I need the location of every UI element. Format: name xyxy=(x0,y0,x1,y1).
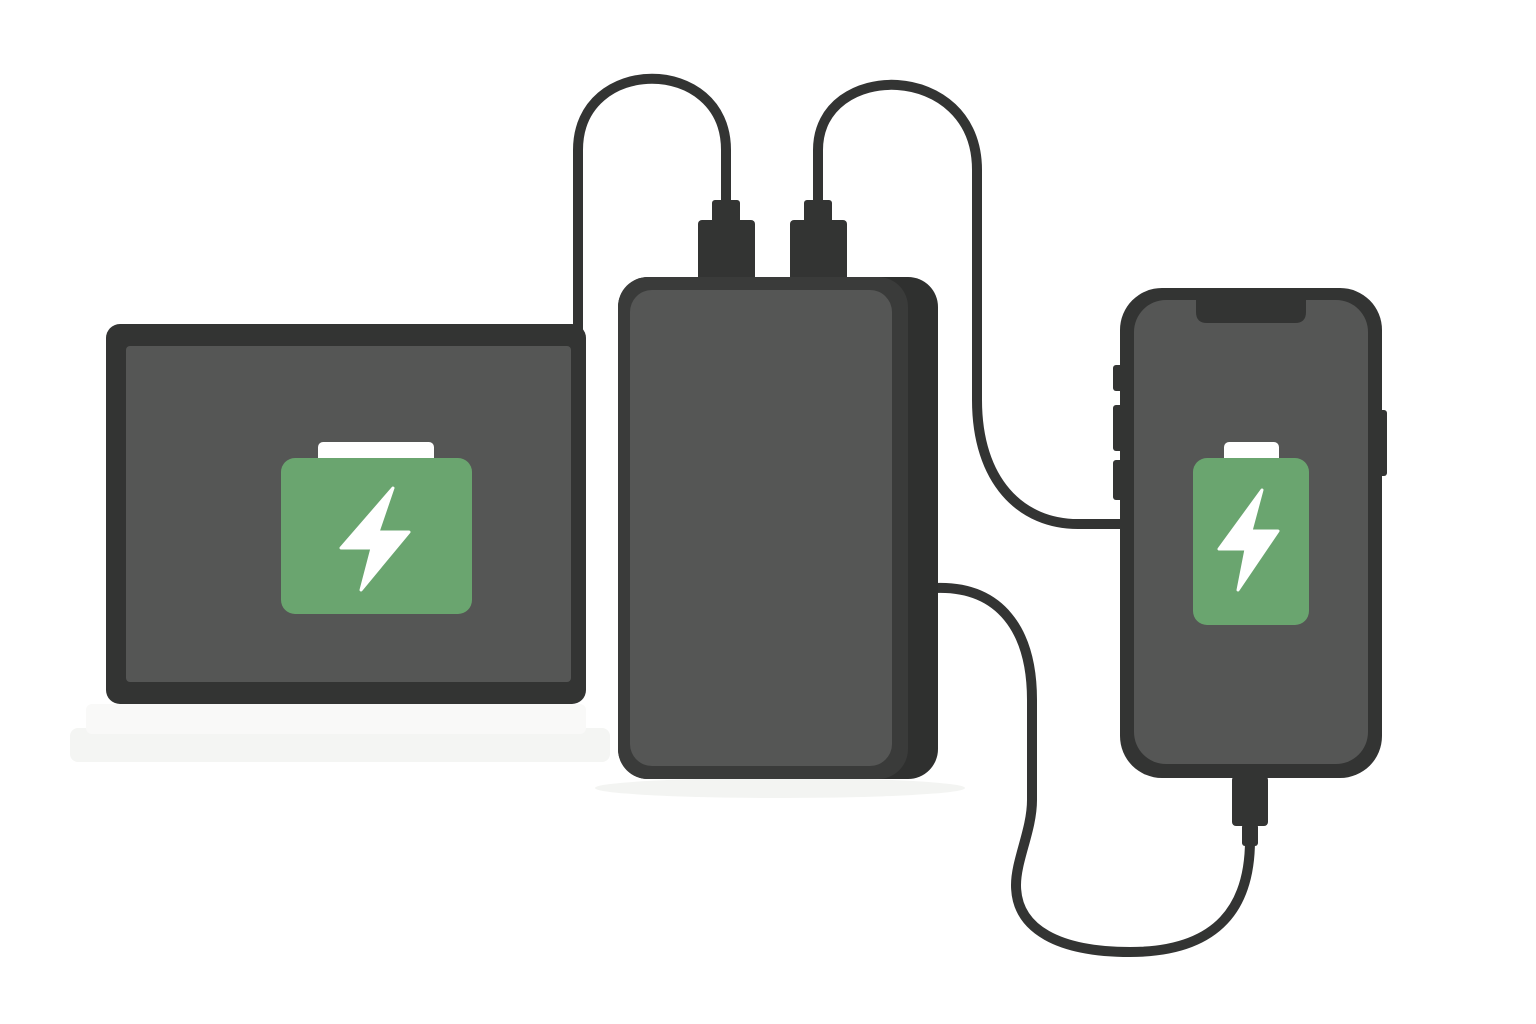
cable-phone-bottom xyxy=(931,582,1255,958)
phone-connector-neck xyxy=(1242,824,1258,846)
power-bank-face xyxy=(630,290,892,766)
battery-charging-icon xyxy=(1193,442,1309,625)
cable-laptop xyxy=(573,73,731,335)
laptop-base xyxy=(86,704,586,734)
laptop xyxy=(70,324,610,762)
usb-plug-right-body xyxy=(790,220,847,282)
power-bank-shadow xyxy=(595,778,965,798)
laptop-base-shadow xyxy=(70,728,610,762)
phone-connector xyxy=(1232,776,1268,826)
usb-plug-left xyxy=(712,200,740,224)
usb-plug-left-body xyxy=(698,220,755,282)
power-bank xyxy=(595,200,965,798)
phone xyxy=(1113,288,1387,846)
usb-plug-right xyxy=(804,200,832,224)
battery-charging-icon xyxy=(281,442,472,614)
phone-notch xyxy=(1196,300,1306,323)
cables xyxy=(573,73,1255,958)
cable-phone-top xyxy=(813,79,1127,530)
